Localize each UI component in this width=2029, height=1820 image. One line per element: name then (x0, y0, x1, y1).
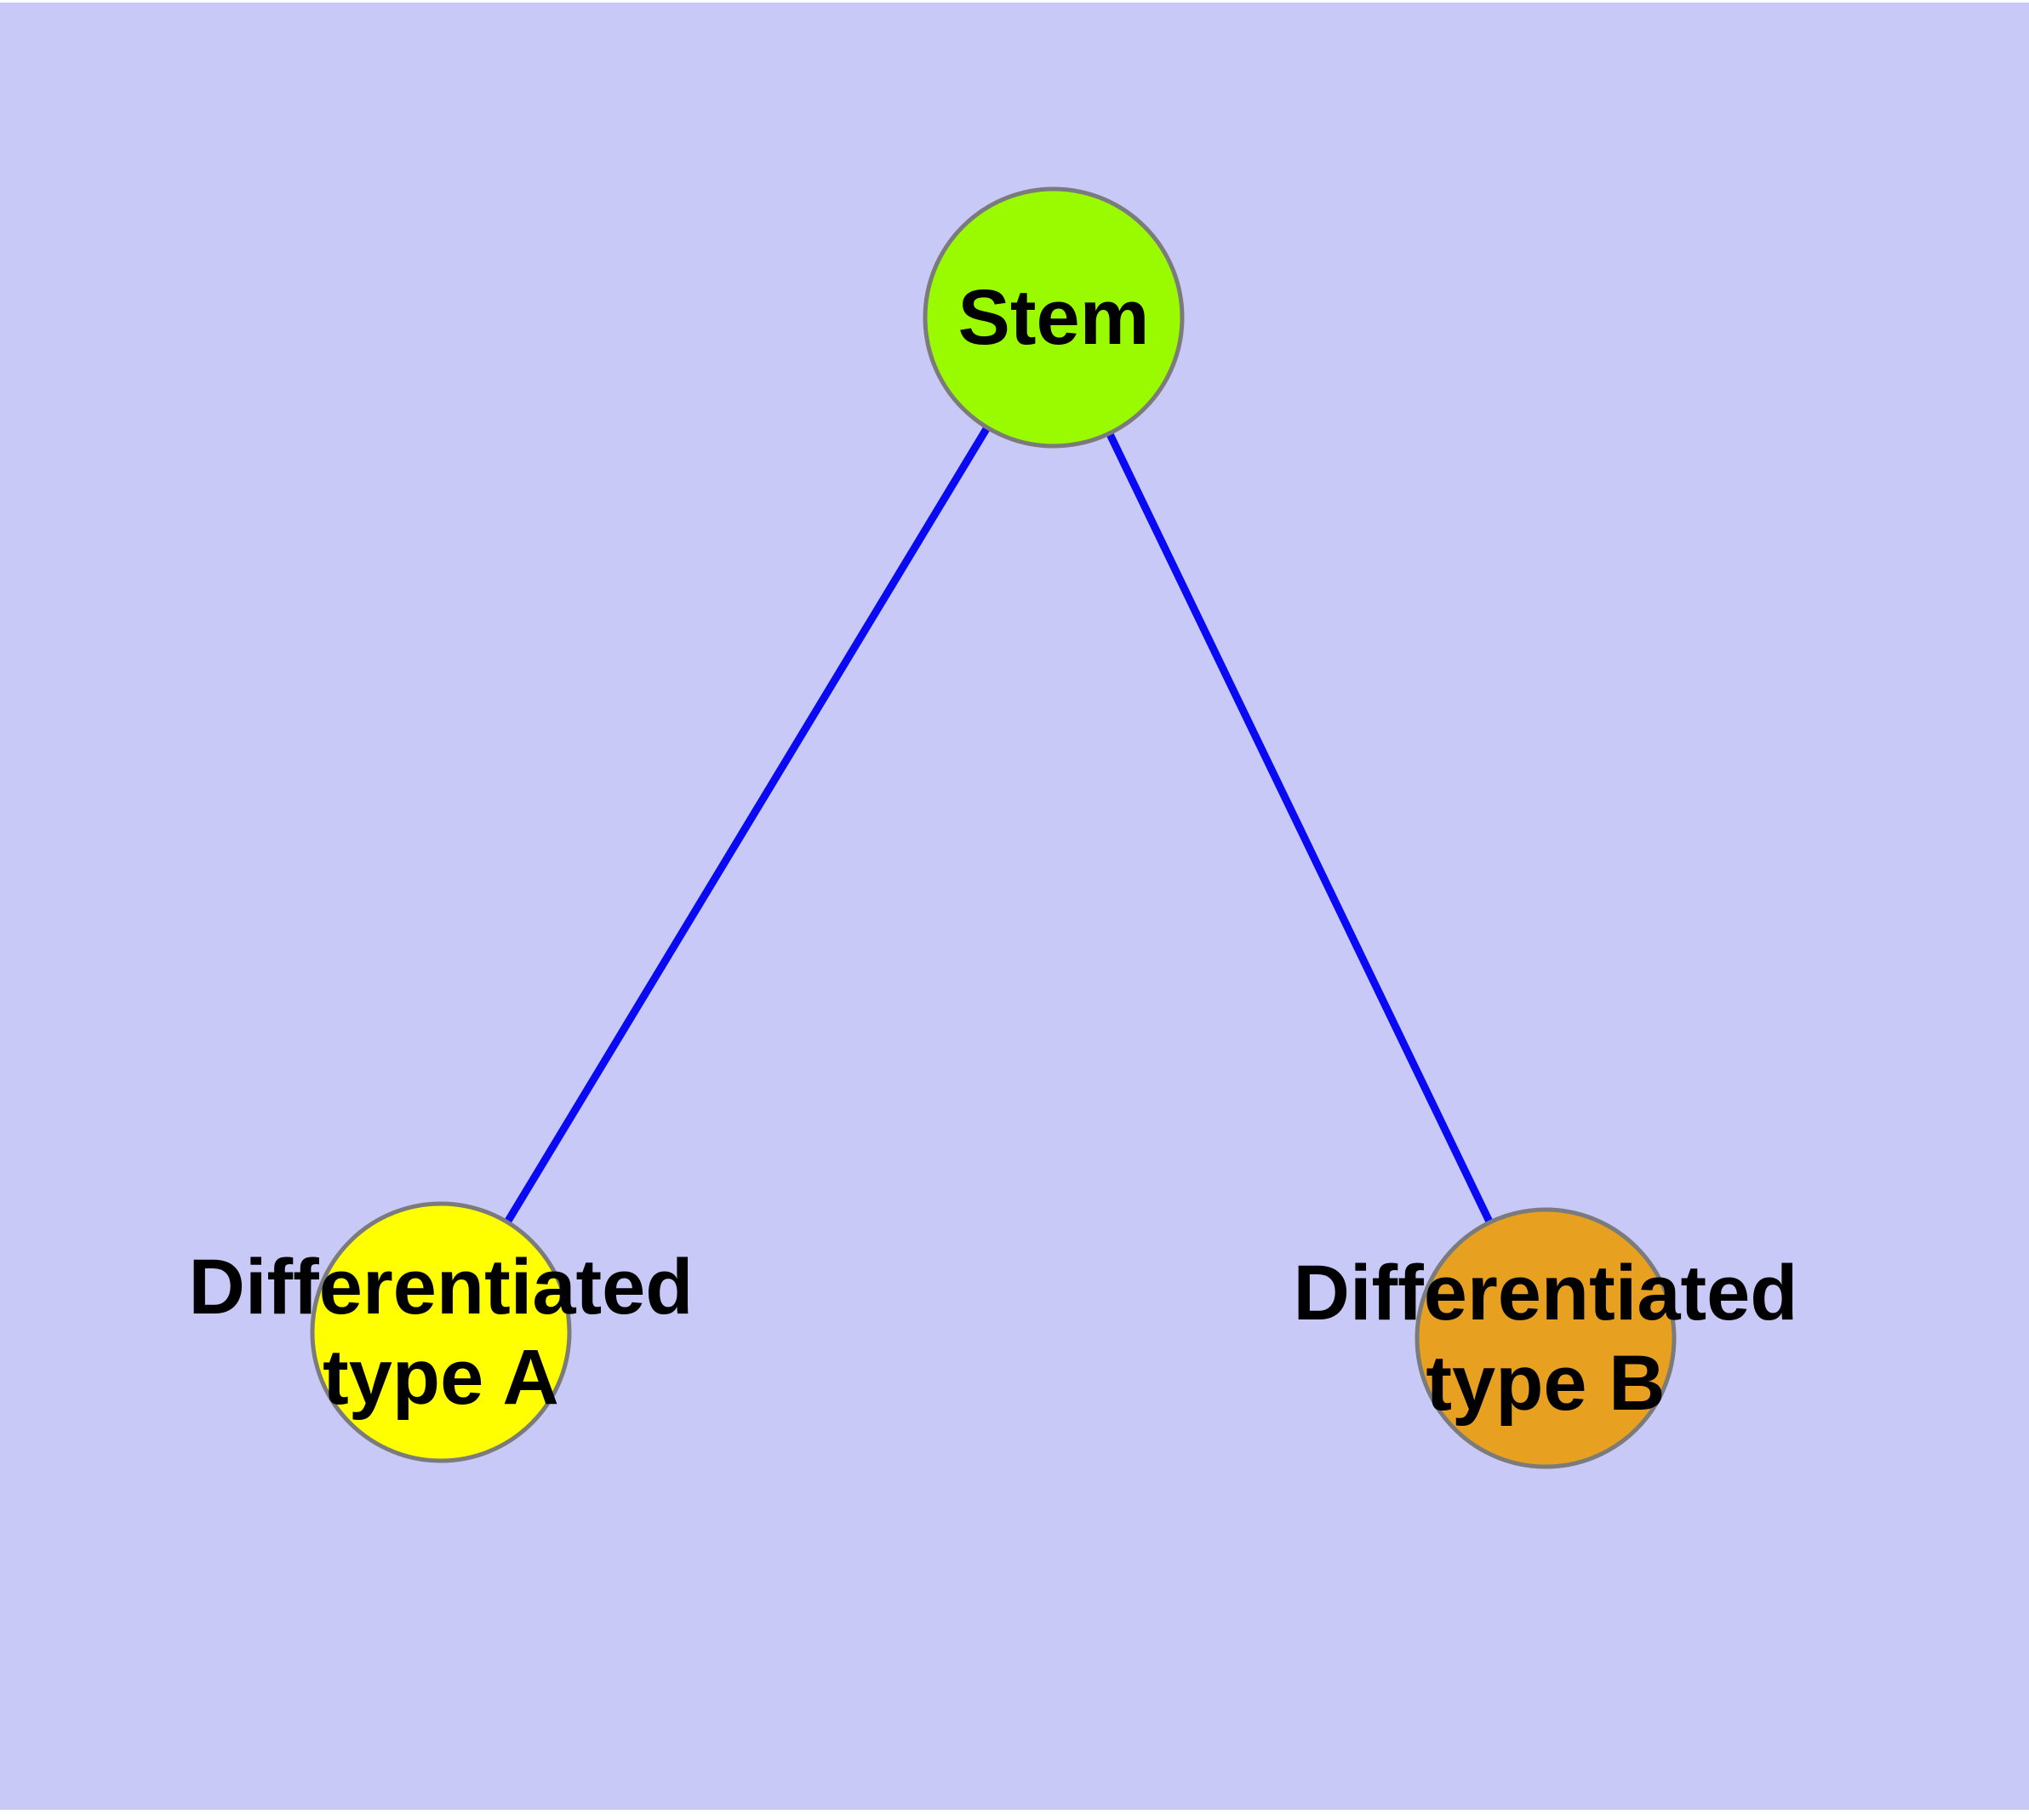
node-circle-differentiated-type-a (310, 1201, 572, 1463)
edge-stem-to-type-b (1049, 316, 1550, 1340)
node-circle-stem (923, 186, 1185, 449)
node-circle-differentiated-type-b (1415, 1207, 1677, 1469)
edge-stem-to-type-a (437, 315, 1057, 1335)
